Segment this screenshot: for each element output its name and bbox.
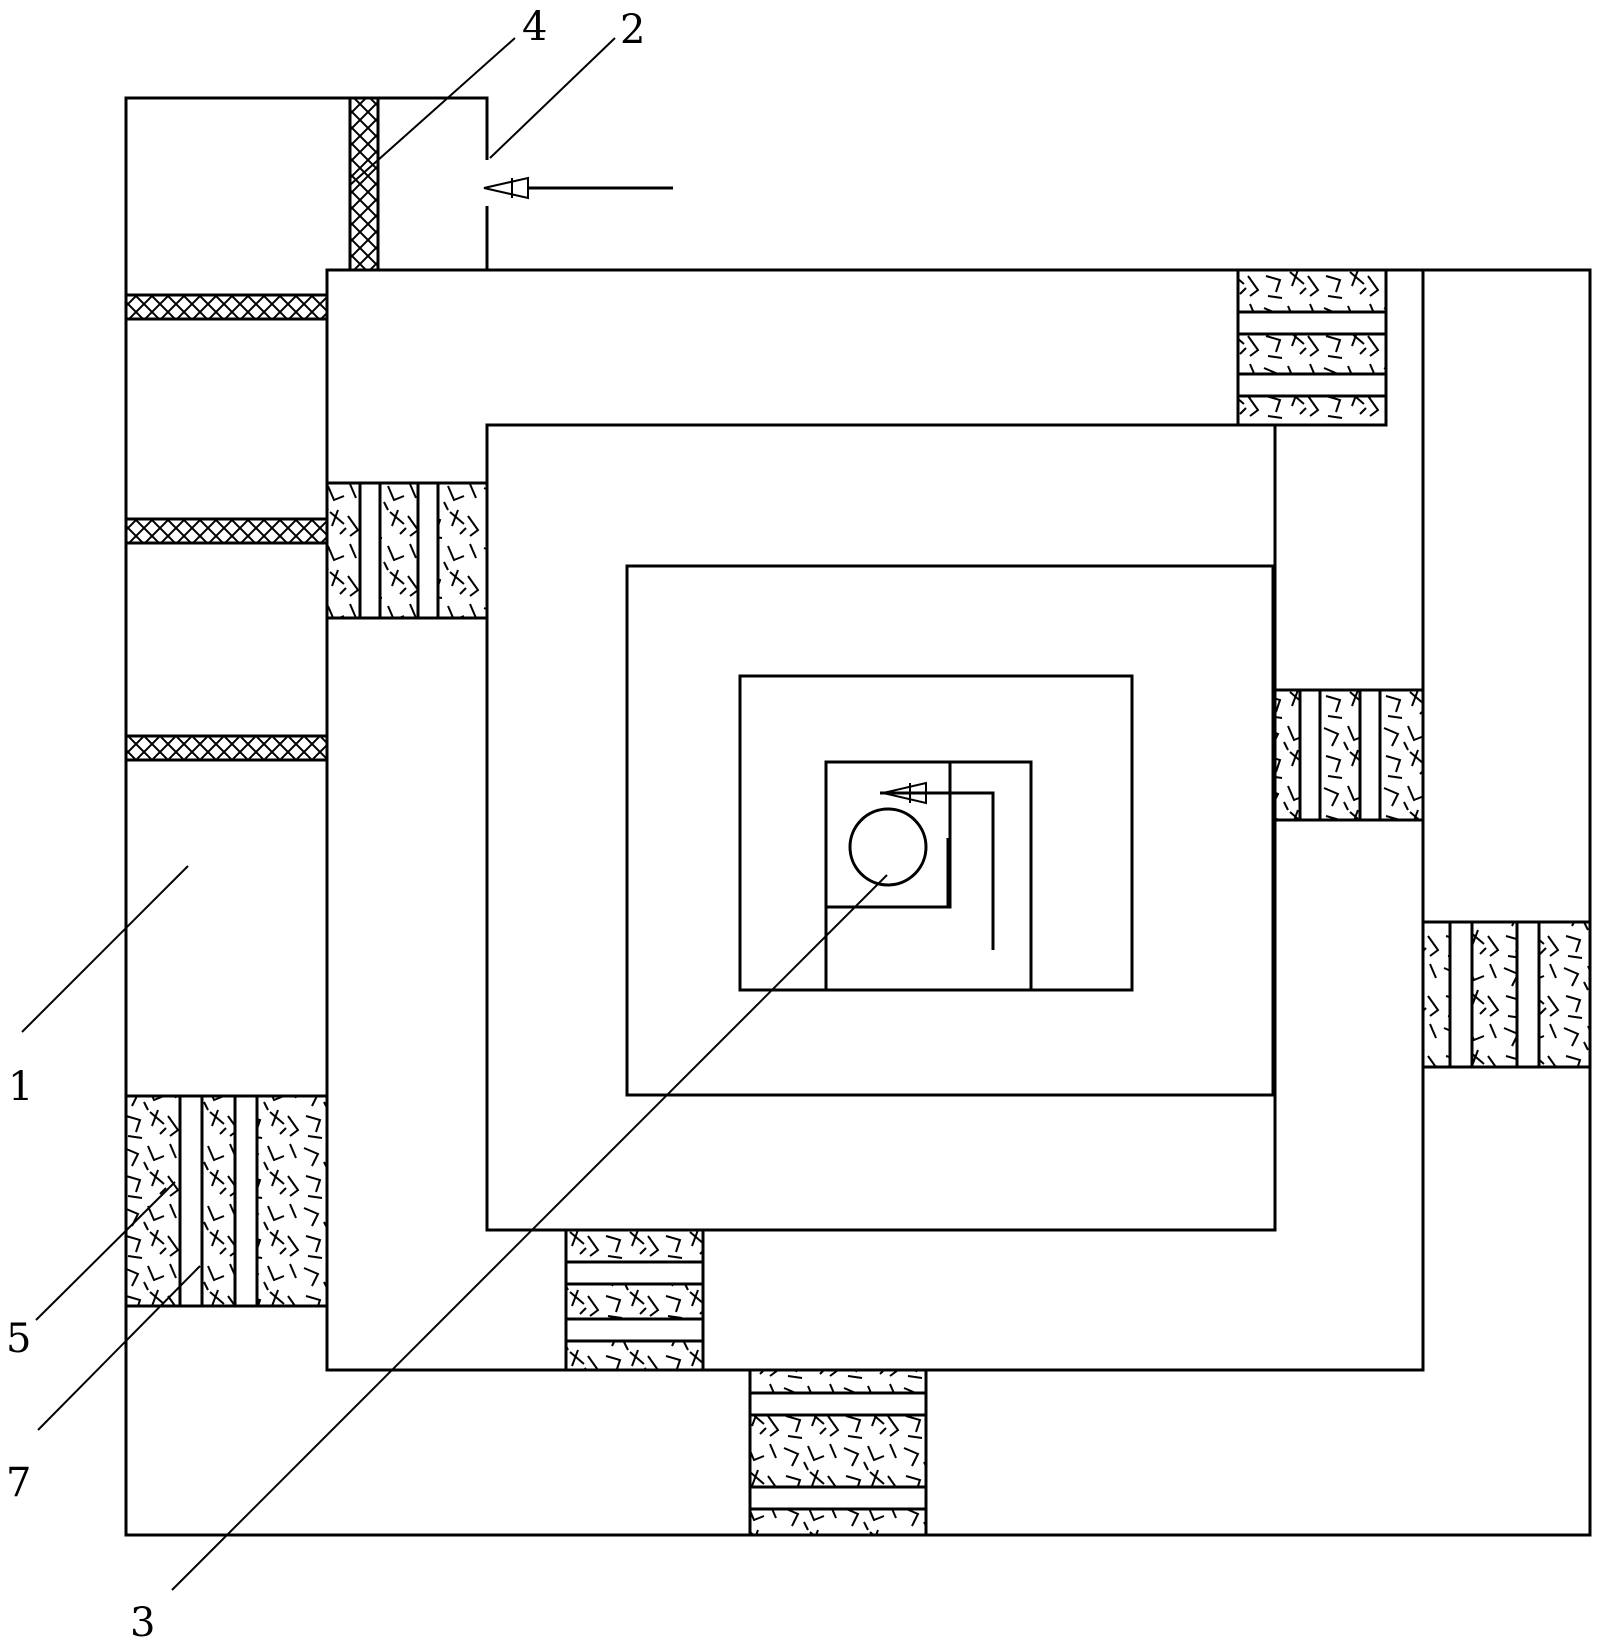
label-3: 3 (130, 1600, 155, 1641)
center-outlet-circle (848, 807, 928, 887)
granular-fill-block (124, 268, 1592, 1537)
label-2: 2 (620, 7, 645, 53)
mesh-partition (124, 96, 380, 762)
spiral-arrow-icon (880, 781, 995, 950)
inlet-arrow-icon (483, 176, 673, 200)
label-5: 5 (6, 1316, 31, 1362)
label-7: 7 (6, 1460, 31, 1506)
spiral-walls (325, 268, 1425, 1372)
label-4: 4 (522, 4, 547, 50)
leader-lines (21, 37, 888, 1591)
label-1: 1 (8, 1064, 33, 1110)
